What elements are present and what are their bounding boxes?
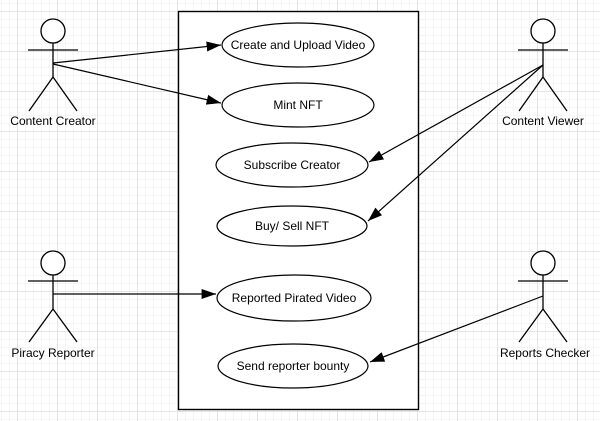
piracy-reporter-right-leg	[52, 308, 78, 343]
connection-content-viewer-buy-sell-nft[interactable]	[367, 64, 544, 222]
reports-checker-left-leg	[518, 308, 544, 343]
content-creator-left-leg	[28, 76, 54, 112]
actor-reports-checker[interactable]	[518, 250, 568, 343]
content-viewer-left-leg	[518, 76, 544, 112]
connection-content-viewer-subscribe-creator[interactable]	[368, 64, 544, 163]
content-creator-right-leg	[52, 76, 78, 112]
usecase-send-reporter-bounty[interactable]	[217, 343, 369, 389]
reports-checker-head	[530, 250, 556, 276]
connection-content-creator-mint-nft[interactable]	[52, 63, 222, 105]
content-viewer-right-leg	[542, 76, 568, 112]
connection-content-creator-create-and-upload-video[interactable]	[52, 41, 222, 64]
usecase-create-and-upload-video[interactable]	[221, 22, 375, 68]
content-viewer-head	[530, 18, 556, 44]
piracy-reporter-head	[40, 250, 66, 276]
content-creator-head	[40, 18, 66, 44]
usecase-mint-nft[interactable]	[221, 82, 375, 128]
actor-piracy-reporter[interactable]	[28, 250, 78, 343]
reports-checker-right-leg	[542, 308, 568, 343]
actor-content-creator[interactable]	[28, 18, 78, 112]
usecase-reported-pirated-video[interactable]	[216, 274, 372, 322]
connection-reports-checker-send-reporter-bounty[interactable]	[369, 295, 544, 363]
usecase-subscribe-creator[interactable]	[215, 142, 369, 188]
piracy-reporter-left-leg	[28, 308, 54, 343]
actor-content-viewer[interactable]	[518, 18, 568, 112]
usecase-buy-sell-nft[interactable]	[216, 205, 368, 247]
